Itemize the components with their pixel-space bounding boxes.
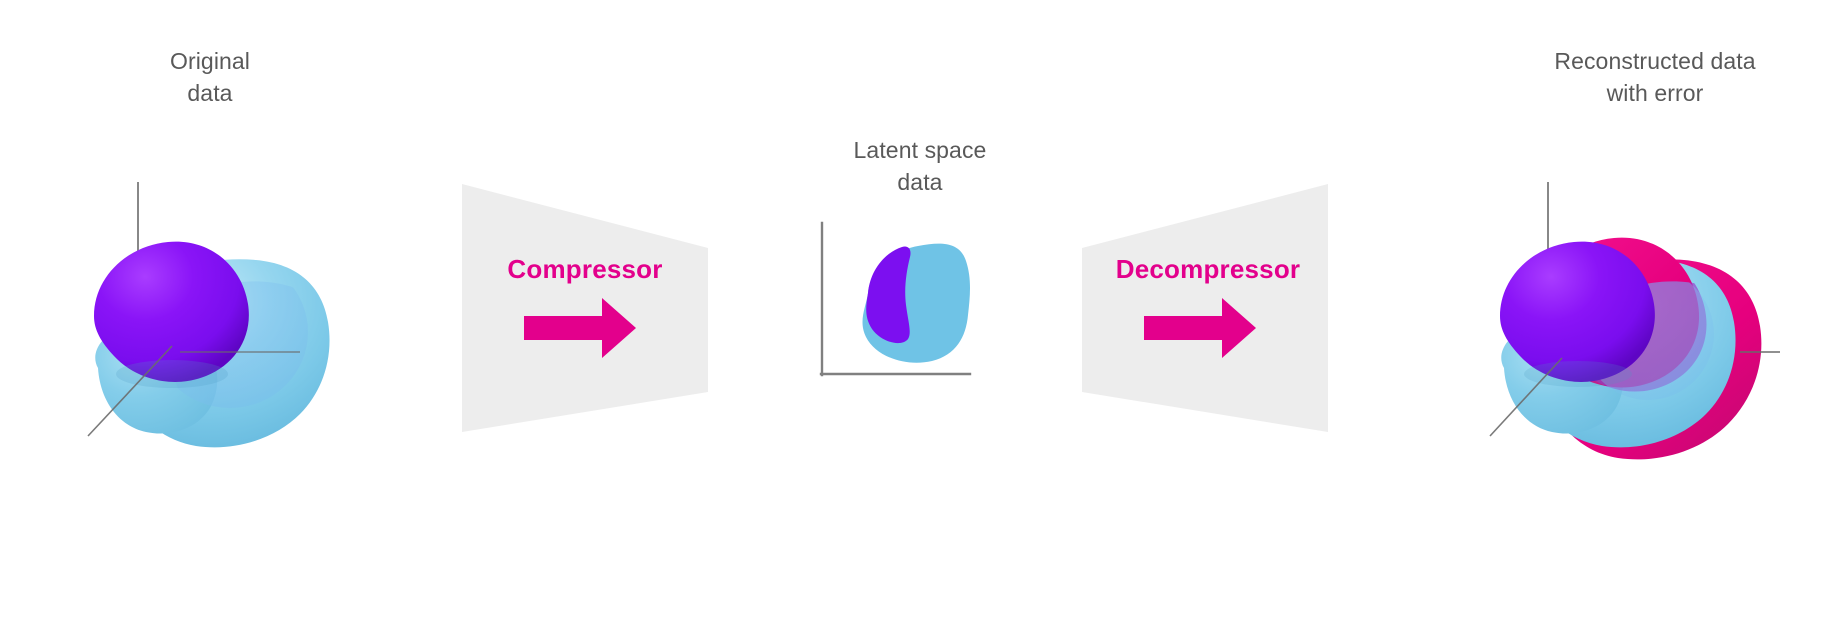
label-reconstructed-data: Reconstructed data with error	[1554, 48, 1756, 106]
label-original-data: Original data	[169, 48, 251, 106]
reconstructed-data-figure	[1470, 170, 1810, 500]
axis-lines-front	[87, 345, 300, 437]
latent-axes	[819, 221, 972, 377]
depth-axis	[1489, 357, 1563, 437]
decompressor-label: Decompressor	[1116, 254, 1300, 284]
purple-sphere	[1500, 241, 1655, 382]
compressor-block[interactable]: Compressor	[440, 170, 740, 470]
original-data-figure	[60, 170, 400, 500]
latent-space-figure	[810, 215, 1050, 415]
decompressor-block[interactable]: Decompressor	[1060, 170, 1360, 470]
purple-sphere	[94, 241, 249, 382]
purple-region	[866, 246, 911, 344]
label-latent-space-data: Latent space data	[853, 137, 987, 195]
right-arrow-icon	[524, 298, 636, 358]
axis-lines-front	[1489, 351, 1780, 437]
compressor-label: Compressor	[507, 254, 662, 284]
right-arrow-icon	[1144, 298, 1256, 358]
sphere-shadow	[1524, 361, 1632, 387]
depth-axis	[87, 345, 173, 437]
compressor-trapezoid	[462, 184, 708, 432]
sphere-shadow	[116, 360, 228, 388]
decompressor-trapezoid	[1082, 184, 1328, 432]
